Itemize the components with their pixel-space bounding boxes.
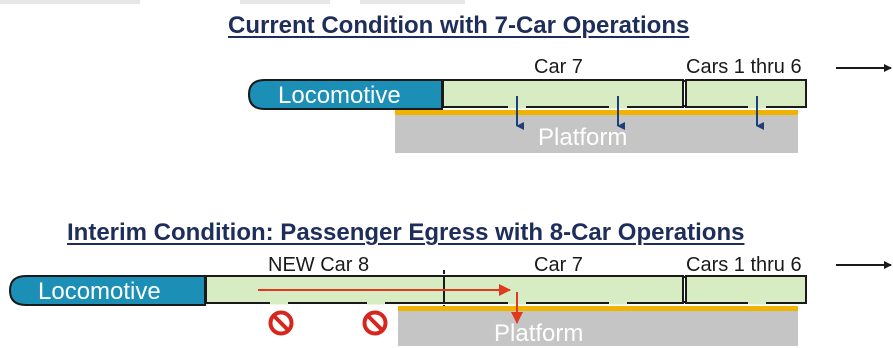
current-car-7 [442,79,684,108]
current-locomotive-label: Locomotive [278,82,401,109]
interim-new-car-8-label: NEW Car 8 [268,254,370,276]
interim-locomotive-label: Locomotive [38,278,161,305]
current-platform [395,111,798,153]
interim-platform-edge [398,306,798,311]
interim-cars-1-6 [685,275,807,304]
interim-cars-1-6-label: Cars 1 thru 6 [686,254,802,276]
interim-diagram [8,261,892,346]
top-tab-strip [0,0,560,4]
current-diagram [247,64,892,153]
current-platform-label: Platform [538,124,628,151]
no-entry-icon [268,310,294,336]
no-entry-icon [362,310,388,336]
interim-car-7-label: Car 7 [534,254,583,276]
interim-locomotive [8,275,206,306]
current-platform-edge [395,110,798,115]
interim-condition-title: Interim Condition: Passenger Egress with… [67,219,745,246]
interim-platform [398,308,798,346]
current-cars-1-6 [685,79,807,108]
current-cars-1-6-label: Cars 1 thru 6 [686,56,802,78]
current-condition-title: Current Condition with 7-Car Operations [228,12,690,39]
interim-platform-label: Platform [494,320,584,347]
current-car-7-label: Car 7 [534,56,583,78]
current-locomotive [247,79,443,110]
